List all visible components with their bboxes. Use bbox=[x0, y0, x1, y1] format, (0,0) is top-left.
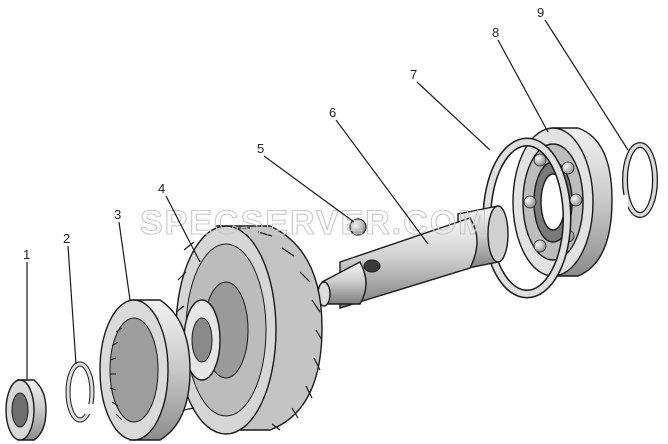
leader-line-5 bbox=[263, 155, 355, 223]
part-1-small-bearing bbox=[5, 379, 47, 441]
part-2-retaining-ring bbox=[65, 361, 96, 423]
leader-line-7 bbox=[416, 81, 491, 151]
leader-line-4 bbox=[165, 195, 201, 263]
part-3-splined-hub bbox=[99, 299, 191, 441]
leader-line-3 bbox=[118, 221, 131, 301]
callout-5: 5 bbox=[257, 141, 264, 156]
part-6-shaft bbox=[317, 205, 509, 309]
leader-lines bbox=[26, 19, 629, 380]
part-9-snap-ring bbox=[618, 142, 658, 218]
leader-line-2 bbox=[67, 245, 77, 365]
callout-7: 7 bbox=[410, 67, 417, 82]
callout-2: 2 bbox=[63, 231, 70, 246]
leader-line-9 bbox=[544, 19, 629, 151]
callout-6: 6 bbox=[329, 105, 336, 120]
callout-3: 3 bbox=[114, 207, 121, 222]
part-5-ball bbox=[349, 218, 367, 236]
callout-9: 9 bbox=[537, 5, 544, 20]
leader-line-6 bbox=[335, 119, 429, 245]
callout-numbers: 1 2 3 4 5 6 7 8 9 bbox=[23, 5, 544, 262]
watermark-text: SPECSERVER.COM bbox=[140, 204, 489, 242]
callout-4: 4 bbox=[158, 181, 165, 196]
callout-8: 8 bbox=[492, 25, 499, 40]
leader-line-8 bbox=[497, 39, 549, 133]
callout-1: 1 bbox=[23, 247, 30, 262]
